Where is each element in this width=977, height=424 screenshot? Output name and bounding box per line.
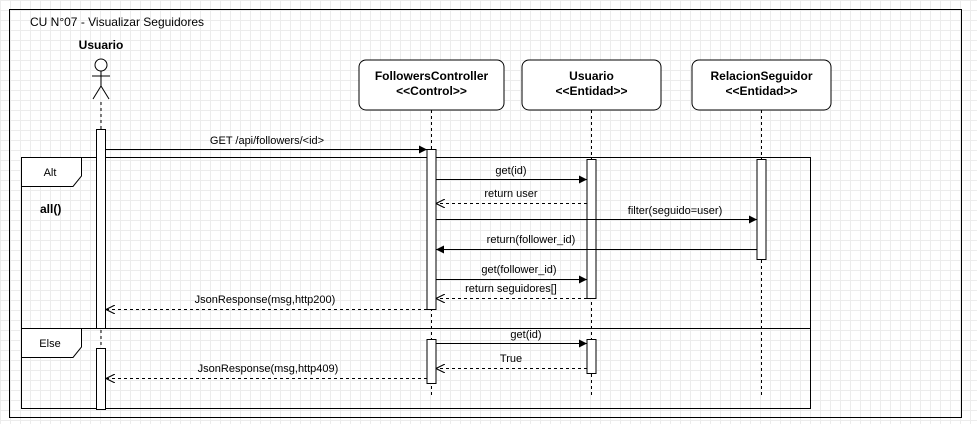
participant-relacionseguidor: RelacionSeguidor <<Entidad>> [691, 59, 832, 111]
msg-label: filter(seguido=user) [628, 205, 722, 217]
diagram-frame [9, 9, 962, 418]
msg-label: GET /api/followers/<id> [210, 135, 324, 147]
msg-label: return seguidores[] [465, 283, 557, 295]
alt-fragment: Alt all() Else [21, 157, 811, 409]
usuario-activation [586, 159, 597, 299]
participant-stereotype: <<Control>> [396, 84, 467, 98]
alt-guard: all() [40, 202, 61, 216]
participant-stereotype: <<Entidad>> [555, 84, 627, 98]
frame-title: CU N°07 - Visualizar Seguidores [30, 15, 204, 29]
participant-stereotype: <<Entidad>> [725, 84, 797, 98]
participant-followerscontroller: FollowersController <<Control>> [358, 59, 505, 111]
actor-name: Usuario [79, 38, 124, 52]
controller-activation-else [426, 339, 437, 384]
msg-label: True [500, 353, 522, 365]
messages [106, 145, 757, 379]
msg-label: JsonResponse(msg,http200) [195, 294, 336, 306]
message-labels: GET /api/followers/<id> get(id) return u… [195, 135, 723, 375]
participant-name: Usuario [569, 69, 614, 83]
msg-label: get(follower_id) [481, 264, 556, 276]
relacion-activation [756, 159, 767, 260]
msg-label: get(id) [510, 329, 541, 341]
alt-label: Alt [44, 167, 57, 179]
actor-stick-figure-icon [92, 58, 110, 100]
participant-name: RelacionSeguidor [710, 69, 812, 83]
else-label-tab [21, 328, 82, 358]
msg-label: return(follower_id) [487, 234, 576, 246]
actor-activation [96, 129, 106, 329]
msg-label: JsonResponse(msg,http409) [198, 363, 339, 375]
controller-activation [426, 149, 437, 310]
usuario-activation-else [586, 339, 597, 374]
participant-usuario: Usuario <<Entidad>> [521, 59, 662, 111]
msg-label: get(id) [495, 165, 526, 177]
activation-bars [96, 129, 767, 410]
alt-label-tab [21, 157, 82, 187]
else-label: Else [39, 338, 60, 350]
actor-activation-else [96, 348, 106, 410]
participant-name: FollowersController [375, 69, 489, 83]
msg-label: return user [484, 188, 538, 200]
